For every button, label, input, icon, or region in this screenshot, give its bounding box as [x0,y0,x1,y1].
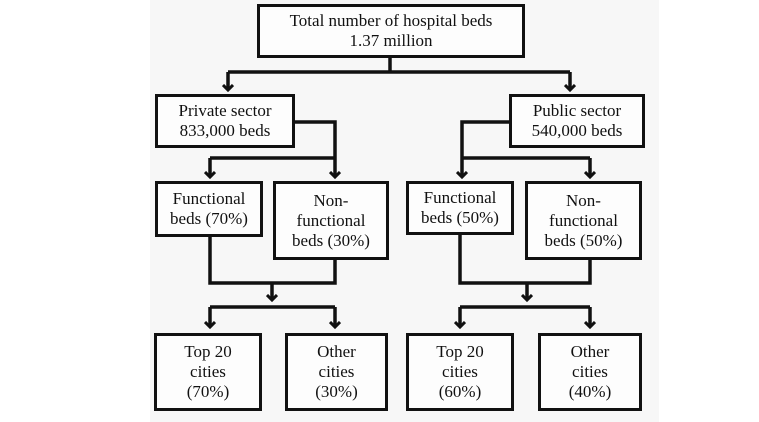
public-other-line1: Other [570,342,610,361]
total-beds-value: 1.37 million [349,31,433,50]
private-sector-title: Private sector [178,101,272,120]
private-top20-line2: cities [190,362,226,381]
private-functional-node: Functional beds (70%) [155,181,263,237]
public-top20-line3: (60%) [438,382,482,401]
private-other-line1: Other [317,342,356,361]
left-margin [0,0,150,422]
public-nonfunctional-line3: beds (50%) [544,230,623,250]
total-beds-node: Total number of hospital beds 1.37 milli… [257,4,525,58]
public-functional-node: Functional beds (50%) [406,181,514,235]
public-nonfunctional-line2: functional [549,210,618,230]
public-sector-beds: 540,000 beds [531,121,623,140]
public-sector-title: Public sector [532,101,622,120]
public-merge [458,235,592,285]
private-sector-beds: 833,000 beds [179,121,271,140]
private-nonfunctional-line2: functional [296,210,366,230]
public-other-line2: cities [572,362,608,381]
private-functional-line1: Functional [172,189,246,208]
total-beds-title: Total number of hospital beds [289,11,493,30]
public-nonfunctional-line1: Non- [566,190,601,210]
public-functional-line1: Functional [423,188,497,207]
private-functional-line2: beds (70%) [170,209,248,228]
private-sector-node: Private sector 833,000 beds [155,94,295,148]
public-other-node: Other cities (40%) [538,333,642,411]
private-nonfunctional-node: Non- functional beds (30%) [273,181,389,260]
public-top20-line1: Top 20 [436,342,484,361]
private-other-line3: (30%) [315,382,358,401]
private-top20-node: Top 20 cities (70%) [154,333,262,411]
public-stem [460,120,510,158]
private-nonfunctional-line1: Non- [313,190,349,210]
right-margin [659,0,759,422]
public-sector-node: Public sector 540,000 beds [509,94,645,148]
public-top20-node: Top 20 cities (60%) [406,333,514,411]
private-stem [294,120,337,158]
private-other-line2: cities [318,362,355,381]
private-nonfunctional-line3: beds (30%) [292,230,370,250]
public-nonfunctional-node: Non- functional beds (50%) [525,181,642,260]
private-top20-line1: Top 20 [184,342,232,361]
public-functional-line2: beds (50%) [421,208,499,227]
private-other-node: Other cities (30%) [285,333,388,411]
public-other-line3: (40%) [568,382,612,401]
public-top20-line2: cities [442,362,478,381]
private-top20-line3: (70%) [186,382,230,401]
